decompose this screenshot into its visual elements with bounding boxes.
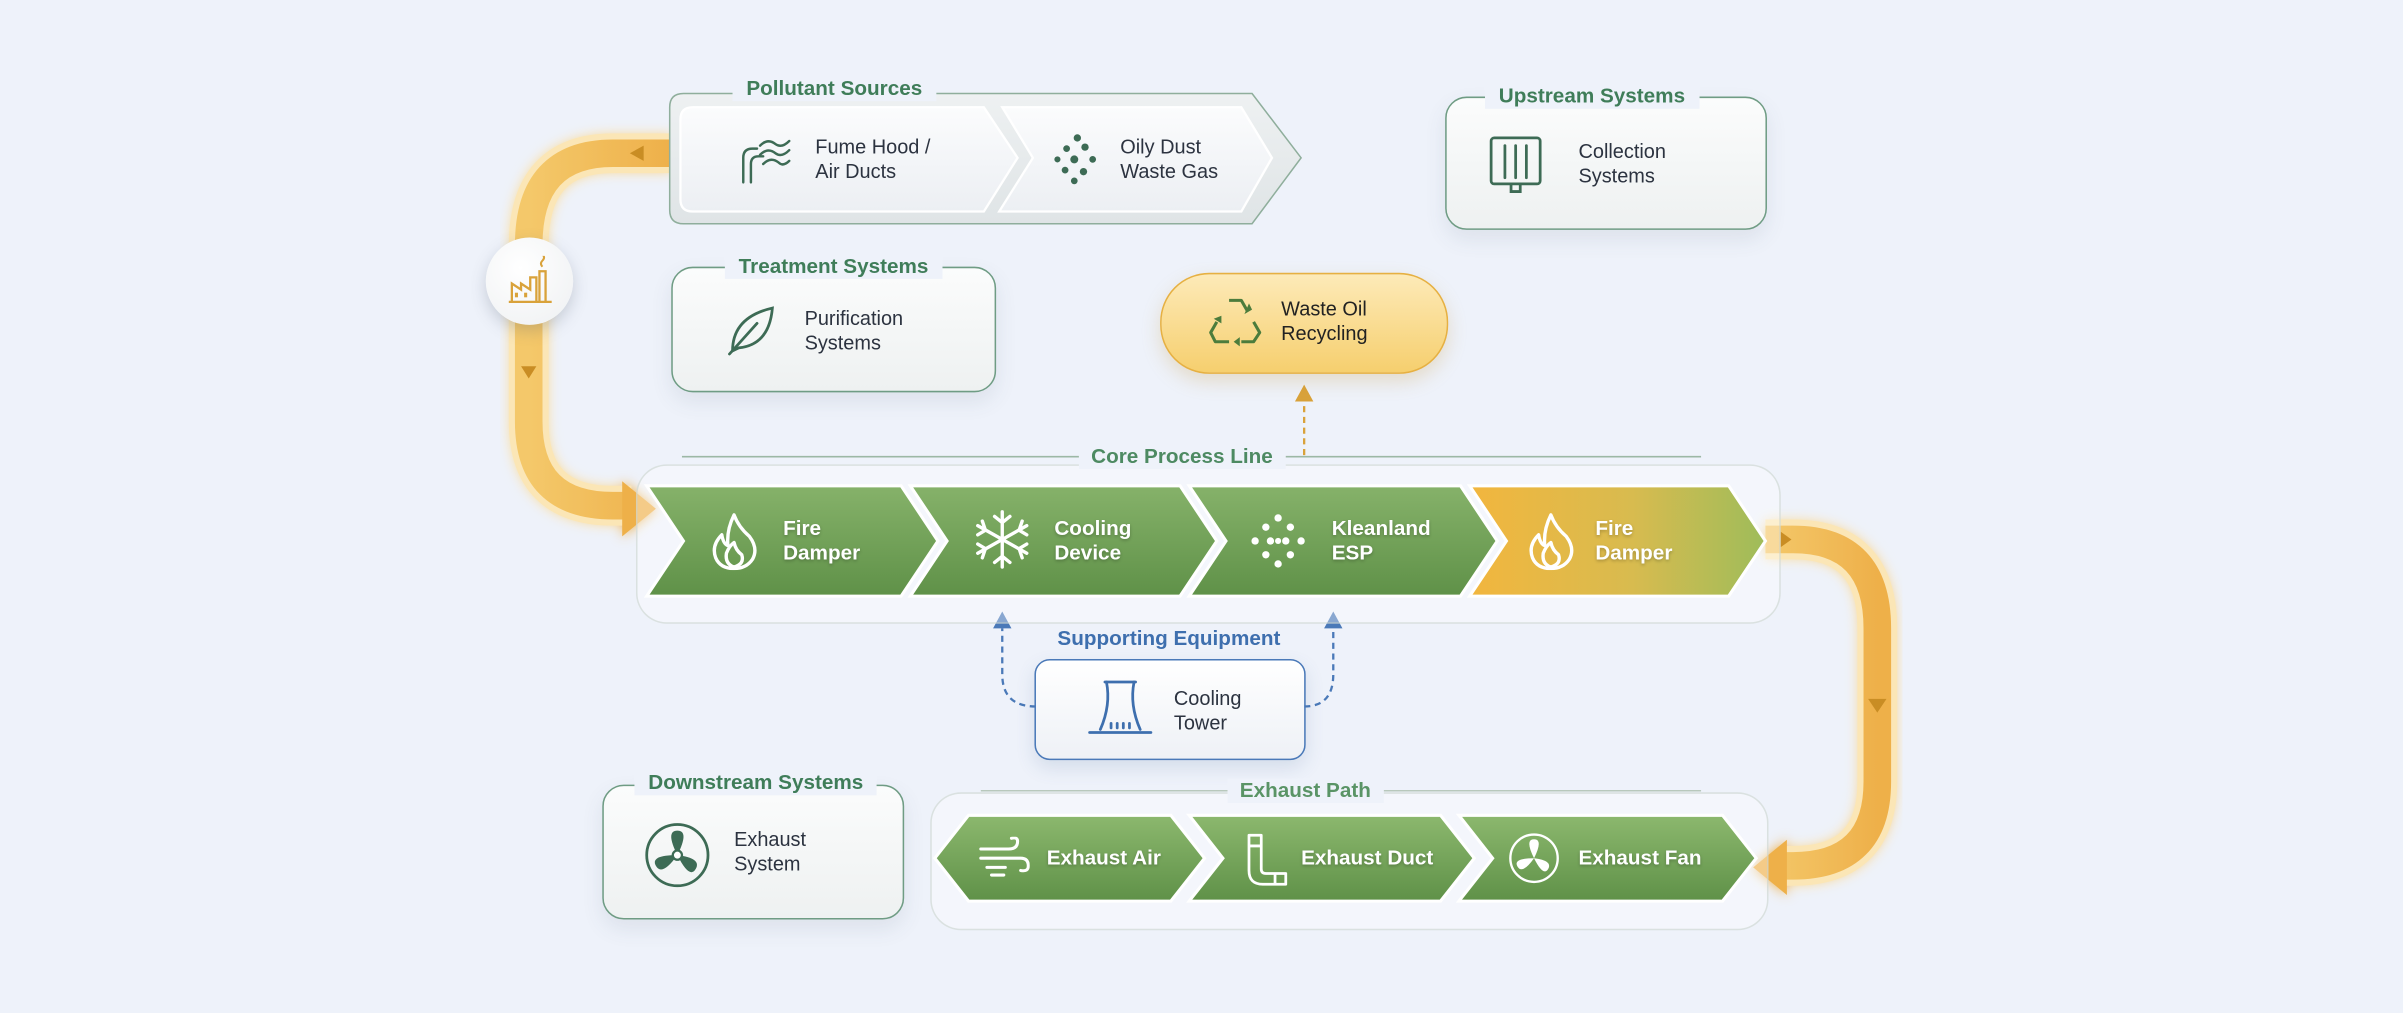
leaf-icon [723, 302, 778, 365]
esp-dots-icon [1251, 513, 1306, 576]
upstream-systems-box [1445, 96, 1767, 230]
exhaust-step-1-label: Exhaust Air [1046, 845, 1161, 869]
flow-direction-marker [521, 366, 537, 379]
upstream-systems-title: Upstream Systems [1484, 84, 1699, 109]
waste-oil-recycling-label: Waste Oil Recycling [1281, 297, 1368, 345]
cooling-arrowhead-right [1324, 611, 1343, 629]
core-step-2-shape[interactable] [907, 484, 1219, 598]
cooling-tower-icon [1087, 677, 1154, 746]
snowflake-icon [972, 509, 1033, 578]
upstream-collection-systems: Collection Systems [1578, 139, 1666, 187]
fume-icon [736, 130, 794, 193]
exhaust-step-3-label: Exhaust Fan [1578, 845, 1702, 869]
core-step-1-label: Fire Damper [783, 516, 861, 564]
core-process-chevrons [643, 484, 1768, 598]
fan-icon [1508, 832, 1560, 892]
cooling-tower-box [1034, 658, 1306, 761]
exhaust-path-chevrons [932, 813, 1759, 903]
cooling-arrowhead-left [993, 611, 1012, 629]
factory-node [485, 237, 574, 325]
core-process-line-title: Core Process Line [1078, 444, 1286, 469]
collection-icon [1487, 135, 1545, 204]
wind-icon [978, 836, 1030, 888]
treatment-systems-title: Treatment Systems [724, 254, 943, 279]
core-step-3-label: Kleanland ESP [1331, 516, 1431, 564]
core-step-2-label: Cooling Device [1054, 516, 1132, 564]
return-flow-arrow [508, 133, 672, 537]
core-step-4-label: Fire Damper [1595, 516, 1673, 564]
duct-icon [1244, 832, 1290, 895]
pollutant-sources-title: Pollutant Sources [732, 76, 937, 102]
downstream-systems-box [602, 784, 905, 920]
factory-icon [508, 255, 552, 304]
flame-icon [1525, 512, 1577, 578]
waste-oil-recycling-pill [1160, 272, 1449, 374]
downstream-systems-title: Downstream Systems [634, 770, 878, 796]
treatment-purification-systems: Purification Systems [804, 306, 904, 354]
fan-icon [644, 821, 711, 896]
pollutant-source-oily-dust: Oily Dust Waste Gas [1120, 134, 1219, 182]
exhaust-step-1-shape[interactable] [932, 813, 1207, 903]
waste-oil-arrowhead [1294, 384, 1314, 402]
flow-direction-marker [629, 145, 644, 161]
exhaust-step-2-label: Exhaust Duct [1301, 845, 1434, 869]
pollutant-sources-group [668, 92, 1303, 225]
dust-icon [1051, 132, 1103, 195]
cooling-link-right [1304, 628, 1335, 708]
core-step-3-shape[interactable] [1186, 484, 1500, 598]
treatment-systems-box [671, 266, 997, 393]
flame-icon [708, 512, 760, 578]
recycle-icon [1208, 294, 1263, 354]
exhaust-step-3-shape[interactable] [1455, 813, 1759, 903]
flow-direction-marker [1868, 698, 1887, 713]
exhaust-path-title: Exhaust Path [1227, 778, 1384, 804]
pollutant-source-fume-hood: Fume Hood / Air Ducts [815, 134, 931, 182]
supporting-equipment-title: Supporting Equipment [1057, 626, 1281, 650]
cooling-link-left [1001, 628, 1036, 708]
core-step-1-shape[interactable] [643, 484, 940, 598]
supporting-cooling-tower: Cooling Tower [1173, 686, 1242, 734]
flow-direction-marker [1780, 531, 1792, 548]
downstream-exhaust-system: Exhaust System [734, 827, 807, 875]
